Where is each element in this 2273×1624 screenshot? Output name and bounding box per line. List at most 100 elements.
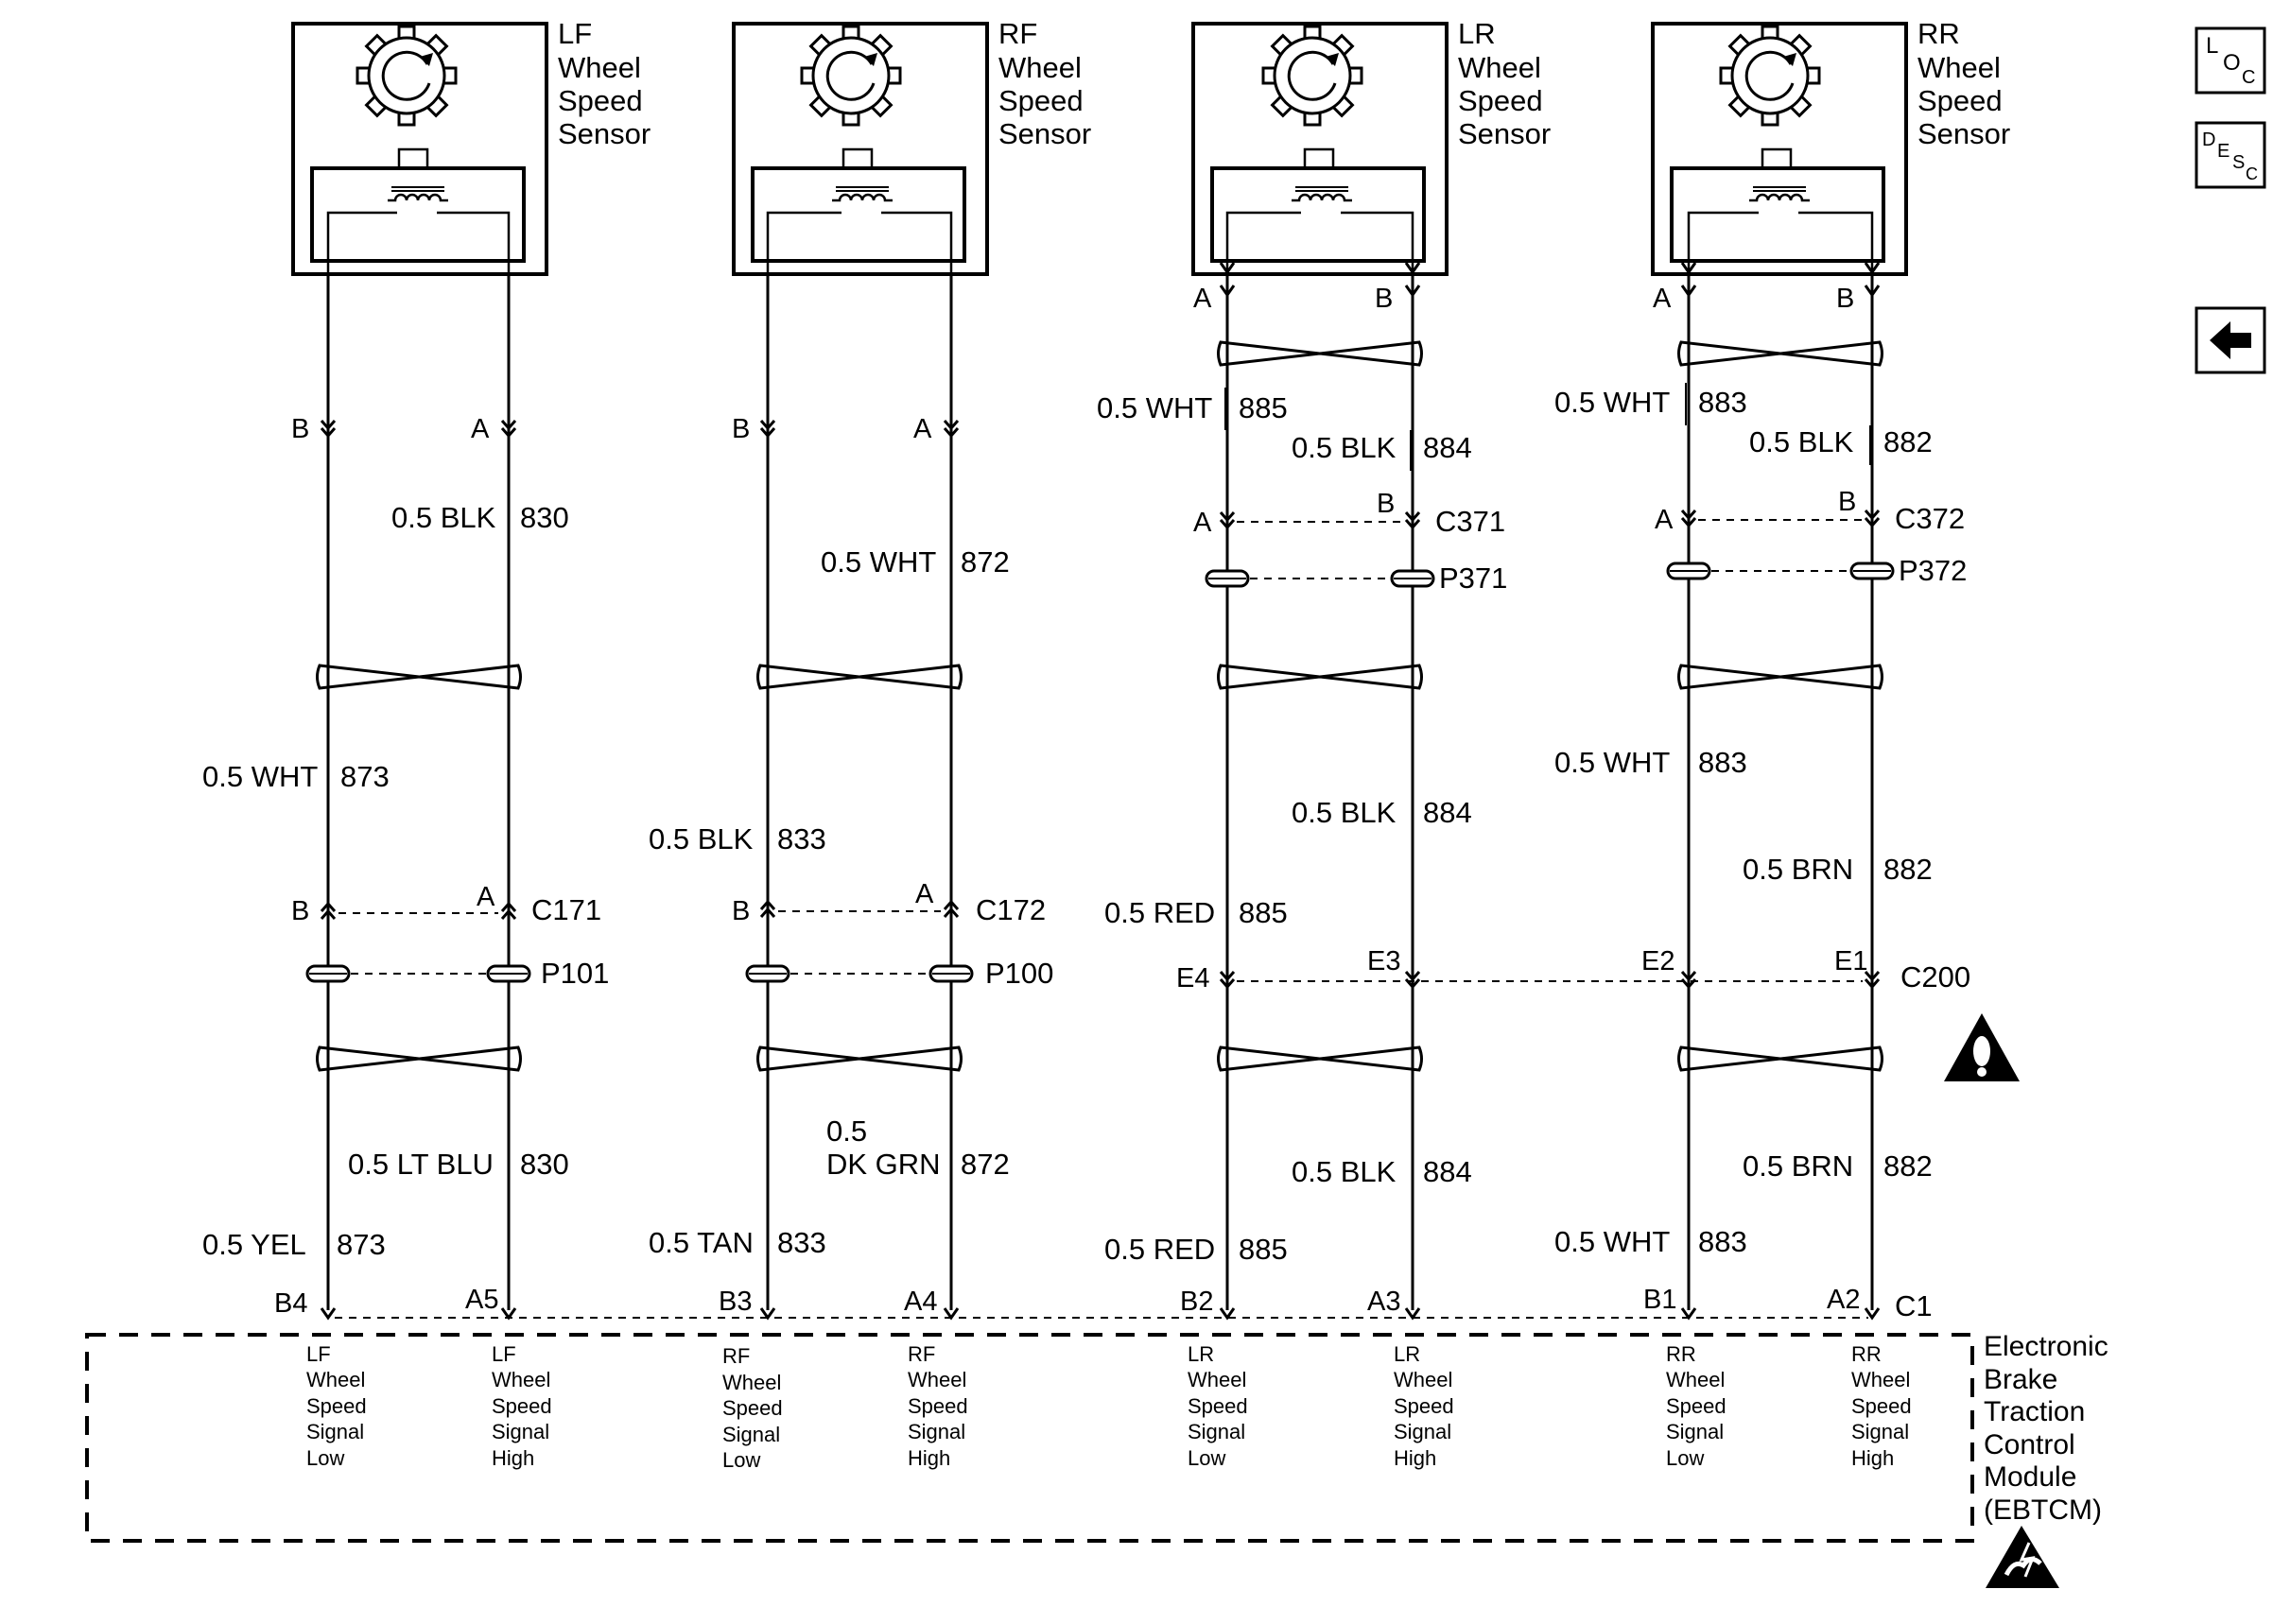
wheel-speed-sensor-icon [356, 25, 458, 127]
sensor-label-line: RF [998, 17, 1037, 50]
input-label-line: Signal [1394, 1420, 1451, 1443]
input-label-line: RR [1851, 1342, 1882, 1366]
pin-label: B4 [274, 1288, 307, 1319]
module-input-labels: LF Wheel Speed Signal Low LF Wheel Speed… [306, 1342, 1912, 1472]
loc-button[interactable]: L O C [2195, 26, 2266, 95]
wire-color: DK GRN [826, 1148, 941, 1181]
input-label-line: Wheel [722, 1371, 781, 1394]
input-label-line: Signal [492, 1420, 549, 1443]
connector-name: C171 [531, 893, 601, 926]
input-label-line: Signal [1188, 1420, 1245, 1443]
pin-label: B3 [719, 1287, 752, 1317]
pin-label: B [732, 414, 750, 444]
input-label-line: RR [1666, 1342, 1696, 1366]
input-label-line: Signal [306, 1420, 364, 1443]
input-label-line: High [1851, 1446, 1894, 1470]
button-glyph: O [2223, 50, 2241, 76]
module-input-lf-high: LF Wheel Speed Signal High [492, 1342, 552, 1470]
input-label-line: Low [722, 1448, 760, 1472]
pin-label: B [291, 896, 309, 926]
button-glyph: L [2206, 33, 2218, 59]
module-input-lr-low: LR Wheel Speed Signal Low [1188, 1342, 1248, 1470]
wire-circuit: 883 [1698, 746, 1747, 779]
sensor-label-line: Sensor [1458, 117, 1551, 150]
module-input-rf-low: RF Wheel Speed Signal Low [722, 1344, 783, 1472]
wire-color: 0.5 BLK [1292, 796, 1397, 829]
input-label-line: LR [1394, 1342, 1420, 1366]
input-label-line: LF [306, 1342, 331, 1366]
input-label-line: Wheel [306, 1368, 365, 1391]
wire-circuit: 833 [777, 1226, 826, 1259]
desc-button[interactable]: D E S C [2195, 121, 2266, 189]
wire-circuit: 885 [1239, 1233, 1288, 1266]
wire-circuit: 884 [1423, 796, 1472, 829]
input-label-line: High [1394, 1446, 1436, 1470]
connector-c172: B A C172 [732, 879, 1046, 926]
sensor-label-line: Wheel [558, 51, 641, 84]
pin-label: E2 [1641, 946, 1674, 976]
connector-c1: B4 A5 B3 A4 B2 A3 B1 A2 C1 [274, 1285, 1933, 1322]
wire-circuit: 873 [337, 1228, 386, 1261]
connector-c171: B A C171 [291, 882, 601, 926]
pass-through-p372: P372 [1666, 554, 1967, 587]
pin-label: B [291, 414, 309, 444]
wire-circuit: 882 [1883, 853, 1933, 886]
pin-label: B2 [1180, 1287, 1213, 1317]
pass-through-p101: P101 [305, 957, 609, 990]
input-label-line: Signal [1666, 1420, 1724, 1443]
wire-circuit: 885 [1239, 391, 1288, 424]
lf-wheel-speed-sensor: LF Wheel Speed Sensor [291, 17, 651, 276]
wire-color: 0.5 YEL [202, 1228, 306, 1261]
wire-circuit: 830 [520, 501, 569, 534]
pass-through-p100: P100 [745, 957, 1053, 990]
sensor-label-line: Wheel [1917, 51, 2001, 84]
wire-color: 0.5 WHT [1554, 1225, 1670, 1258]
sensor-label-line: Sensor [558, 117, 651, 150]
button-glyph: D [2202, 130, 2215, 150]
sensor-label-line: Wheel [998, 51, 1082, 84]
pin-label: A [1653, 284, 1672, 314]
pin-label: A [471, 414, 490, 444]
wire-color: 0.5 WHT [202, 760, 318, 793]
pin-label: E3 [1367, 946, 1400, 976]
rf-wheel-speed-sensor: RF Wheel Speed Sensor [732, 17, 1091, 276]
wire-color: 0.5 BRN [1743, 1149, 1853, 1183]
input-label-line: High [492, 1446, 534, 1470]
sensor-label-line: Wheel [1458, 51, 1541, 84]
pin-label: A [1193, 508, 1212, 538]
wire-circuit: 873 [340, 760, 390, 793]
sensor-label-line: Speed [558, 84, 643, 117]
wire-color: 0.5 WHT [1554, 746, 1670, 779]
back-button[interactable] [2195, 306, 2266, 374]
wire-color: 0.5 BLK [649, 822, 754, 855]
input-label-line: Low [306, 1446, 344, 1470]
connector-name: P100 [985, 957, 1053, 990]
sensor-label-line: Speed [998, 84, 1084, 117]
pin-label: A [913, 414, 932, 444]
module-label-line: Electronic [1984, 1331, 2108, 1362]
input-label-line: RF [722, 1344, 750, 1368]
wire-color: 0.5 WHT [821, 545, 936, 579]
input-label-line: Speed [722, 1396, 783, 1420]
module-input-rr-high: RR Wheel Speed Signal High [1851, 1342, 1912, 1470]
pin-label: A [1655, 505, 1674, 535]
wire-color: 0.5 TAN [649, 1226, 754, 1259]
connector-name: C1 [1895, 1289, 1933, 1322]
pin-label: B [1836, 284, 1854, 314]
pin-label: B [1375, 284, 1393, 314]
sensor-label-line: Sensor [1917, 117, 2010, 150]
label-dividers [1224, 383, 1871, 471]
wire-circuit: 872 [961, 1148, 1010, 1181]
input-label-line: Wheel [1666, 1368, 1725, 1391]
wire-color: 0.5 [826, 1114, 867, 1148]
button-glyph: C [2242, 67, 2255, 88]
module-label-line: Module [1984, 1461, 2076, 1493]
wire-color: 0.5 BLK [1292, 431, 1397, 464]
wire-color: 0.5 BRN [1743, 853, 1853, 886]
pin-label: A5 [465, 1285, 498, 1315]
module-label-line: (EBTCM) [1984, 1494, 2102, 1526]
wire-circuit: 884 [1423, 431, 1472, 464]
input-label-line: Speed [1394, 1394, 1454, 1418]
pin-label: E4 [1176, 963, 1209, 993]
connector-name: C200 [1900, 960, 1970, 993]
